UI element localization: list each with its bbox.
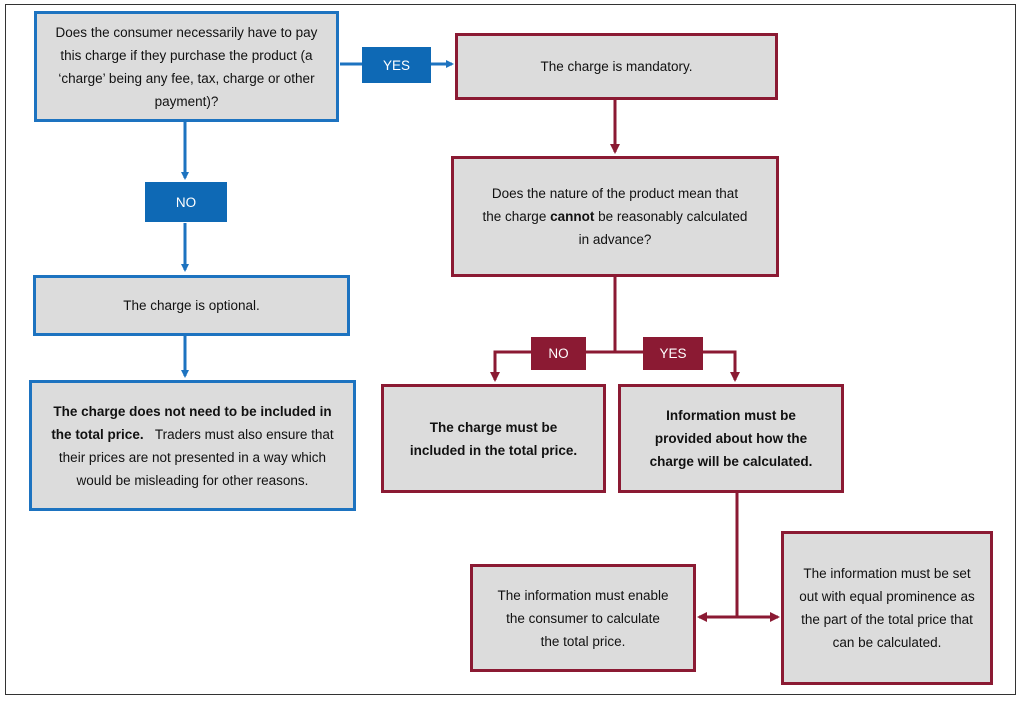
must-include-text: The charge must be included in the total…: [409, 419, 578, 458]
info-provided-text: Information must be provided about how t…: [649, 408, 813, 469]
no-label-2: NO: [531, 337, 586, 370]
charge-mandatory-text: The charge is mandatory.: [540, 59, 693, 74]
question-cannot-calc-part2: be reasonably calculated in advance?: [578, 209, 748, 247]
charge-optional-box: The charge is optional.: [33, 275, 350, 336]
not-in-total-price-box: The charge does not need to be included …: [29, 380, 356, 511]
info-provided-box: Information must be provided about how t…: [618, 384, 844, 493]
question-must-pay-text: Does the consumer necessarily have to pa…: [55, 24, 318, 109]
enable-calculate-text: The information must enable the consumer…: [497, 587, 669, 649]
charge-mandatory-box: The charge is mandatory.: [455, 33, 778, 100]
enable-calculate-box: The information must enable the consumer…: [470, 564, 696, 672]
question-cannot-calc-bold: cannot: [550, 209, 595, 224]
not-in-total-price-bold: The charge does not need to be included …: [51, 403, 332, 442]
question-cannot-calc-part1: Does the nature of the product mean that…: [482, 186, 739, 224]
charge-optional-text: The charge is optional.: [123, 298, 260, 313]
question-must-pay-box: Does the consumer necessarily have to pa…: [34, 11, 339, 122]
yes-label-2: YES: [643, 337, 703, 370]
equal-prominence-box: The information must be set out with equ…: [781, 531, 993, 685]
not-in-total-price-rest: Traders must also ensure that their pric…: [58, 426, 334, 488]
must-include-box: The charge must be included in the total…: [381, 384, 606, 493]
no-label-1: NO: [145, 182, 227, 222]
yes-label-1: YES: [362, 47, 431, 83]
question-cannot-calculate-box: Does the nature of the product mean that…: [451, 156, 779, 277]
equal-prominence-text: The information must be set out with equ…: [799, 566, 975, 650]
diagram-frame: [5, 4, 1016, 695]
